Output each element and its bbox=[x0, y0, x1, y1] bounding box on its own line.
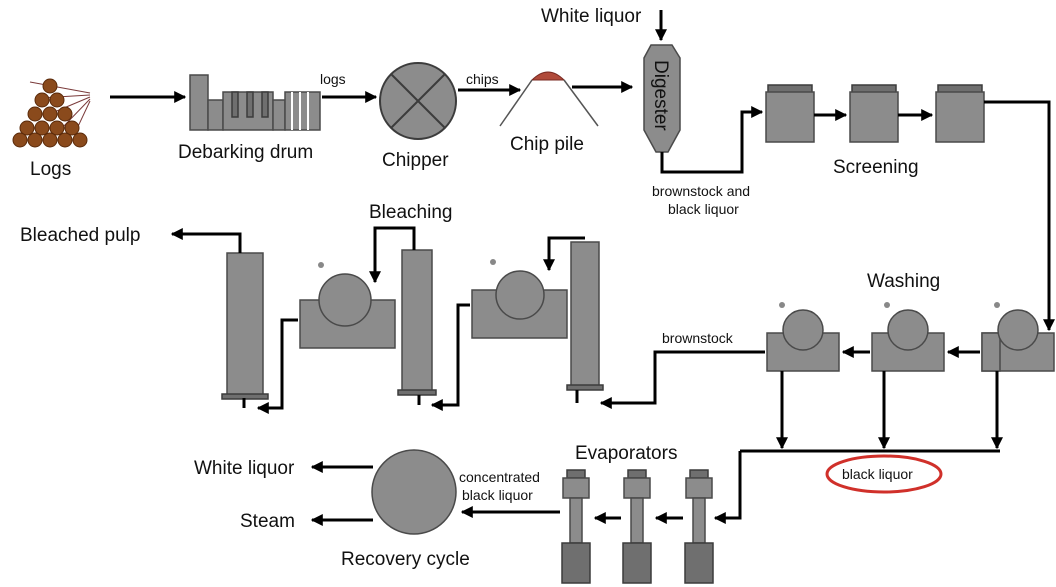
flow-digester-to-screening bbox=[660, 106, 764, 174]
bleach-washer-2 bbox=[471, 259, 568, 339]
bleach-washer-1 bbox=[299, 262, 396, 349]
white-liquor-out-label: White liquor bbox=[194, 458, 295, 479]
black-liquor-label: black liquor bbox=[842, 466, 913, 482]
screening-unit-3 bbox=[935, 84, 985, 143]
flow-washing-to-bleaching bbox=[599, 350, 765, 409]
logs-label: Logs bbox=[30, 159, 71, 180]
bleached-pulp-label: Bleached pulp bbox=[20, 225, 140, 246]
screening-label: Screening bbox=[833, 157, 919, 178]
evaporator-3 bbox=[684, 469, 714, 584]
debarking-drum bbox=[189, 74, 321, 131]
chipper bbox=[379, 62, 457, 140]
bleach-tower-3 bbox=[566, 241, 604, 391]
bleaching-label: Bleaching bbox=[369, 202, 452, 223]
logs-flow-label: logs bbox=[320, 71, 346, 87]
black-liquor-line-label: black liquor bbox=[668, 201, 739, 217]
chip-pile-label: Chip pile bbox=[510, 134, 584, 155]
screening-unit-1 bbox=[765, 84, 815, 143]
evaporators-label: Evaporators bbox=[575, 443, 677, 464]
flow-screening-to-washing bbox=[984, 100, 1055, 332]
flow-washer2-to-tower2 bbox=[430, 303, 470, 411]
black-liquor-highlight bbox=[825, 454, 943, 494]
conc-black-liquor-label: black liquor bbox=[462, 487, 533, 503]
chip-pile bbox=[499, 71, 599, 127]
white-liquor-in-label: White liquor bbox=[541, 6, 642, 27]
washer-2 bbox=[871, 302, 945, 372]
digester-label: Digester bbox=[650, 60, 671, 131]
washing-label: Washing bbox=[867, 271, 940, 292]
evaporator-1 bbox=[561, 469, 591, 584]
brownstock-label: brownstock bbox=[662, 330, 734, 346]
washer-1 bbox=[766, 302, 840, 372]
flow-washer1-to-tower1 bbox=[256, 318, 298, 414]
screening-unit-2 bbox=[849, 84, 899, 143]
flow-black-liquor-to-evaporators bbox=[713, 451, 742, 524]
brownstock-and-label: brownstock and bbox=[652, 183, 750, 199]
flow-tower2-to-washer1 bbox=[369, 226, 416, 284]
chips-flow-label: chips bbox=[466, 71, 499, 87]
recovery-cycle-label: Recovery cycle bbox=[341, 549, 470, 570]
evaporator-2 bbox=[622, 469, 652, 584]
washer-3 bbox=[981, 302, 1055, 372]
recovery-boiler bbox=[371, 449, 457, 535]
logs-stack bbox=[12, 78, 91, 148]
steam-label: Steam bbox=[240, 511, 295, 532]
flow-to-bleached-pulp bbox=[170, 228, 242, 253]
digester bbox=[643, 44, 681, 153]
bleach-tower-1 bbox=[221, 252, 269, 400]
concentrated-label: concentrated bbox=[459, 469, 540, 485]
chipper-label: Chipper bbox=[382, 150, 449, 171]
debarking-drum-label: Debarking drum bbox=[178, 142, 313, 163]
bleach-tower-2 bbox=[397, 249, 437, 396]
flow-tower3-to-washer2 bbox=[543, 236, 585, 272]
